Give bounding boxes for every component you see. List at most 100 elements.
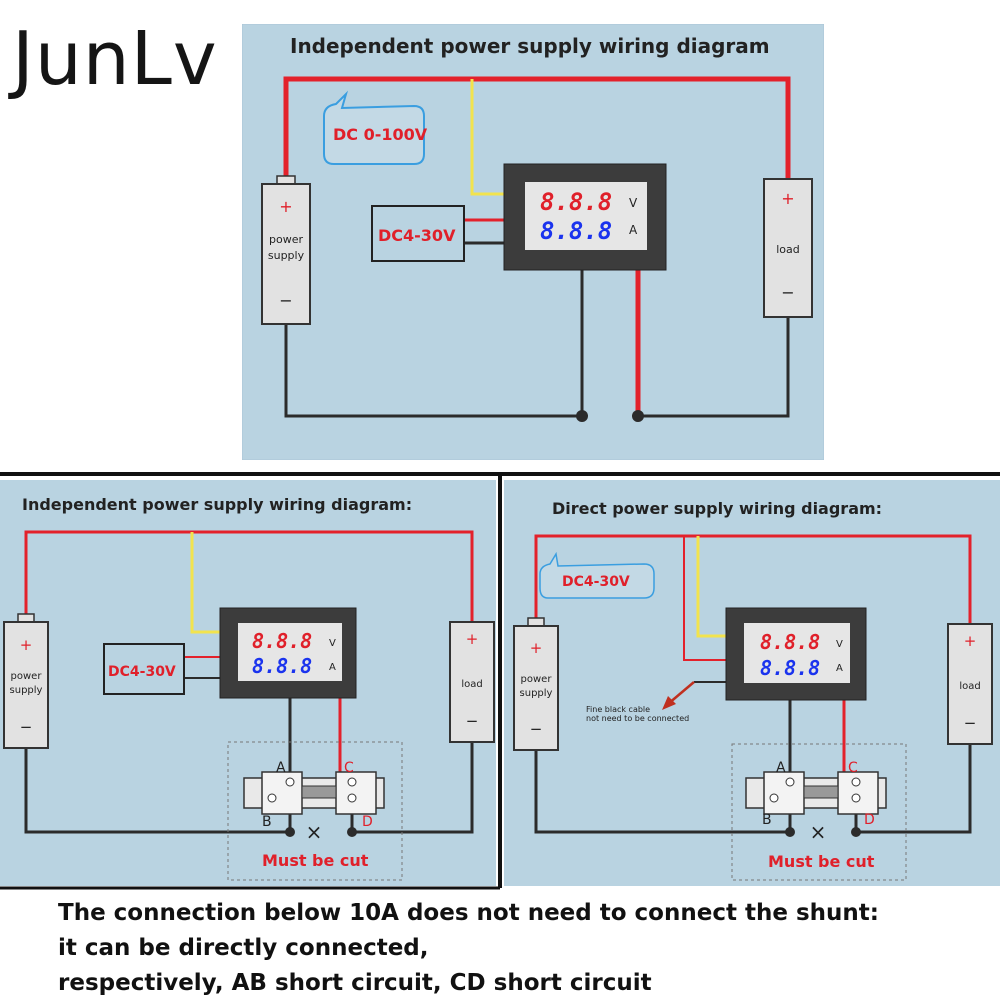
left-cut-text: Must be cut [262,851,369,870]
brand-logo-text: JunLv [12,16,218,102]
right-wiring-diagram: Direct power supply wiring diagram: DC4-… [504,480,1000,886]
left-shunt-block-left [261,771,303,815]
top-junction-red [632,410,644,422]
top-wiring-diagram: Independent power supply wiring diagram … [242,24,824,460]
top-source-minus: − [279,291,292,310]
section-frame [0,472,1000,890]
left-shunt-screw-b [267,793,277,803]
right-shunt-screw-c [851,777,861,787]
top-meter-supply-box [371,205,465,262]
top-black-return-wire [284,269,584,418]
right-note-line1: Fine black cable [586,705,650,714]
left-terminal-c: C [344,760,354,776]
right-display-volts: 8.8.8 [760,630,820,654]
right-shunt-screw-a [785,777,795,787]
left-unit-v: V [329,638,336,649]
right-unit-v: V [836,639,843,650]
left-load-label: load [461,679,482,690]
top-title: Independent power supply wiring diagram [290,34,770,58]
right-cut-region [731,743,907,881]
left-source-label-line2: supply [10,685,43,696]
caption-line-2: it can be directly connected, [58,935,429,961]
top-yellow-sense-wire [470,79,504,196]
right-power-supply [513,625,559,751]
left-junction-b [285,827,295,837]
left-shunt-block-right [335,771,377,815]
left-source-minus: − [20,718,33,736]
right-source-minus: − [530,720,543,738]
right-load-plus: + [964,632,977,650]
left-display-amps: 8.8.8 [252,654,312,678]
right-black-load-return-wire [854,742,972,834]
right-red-meter-power-wire [683,536,726,661]
right-shunt-screw-b [769,793,779,803]
top-source-label-line2: supply [268,249,305,262]
caption-line-3: respectively, AB short circuit, CD short… [58,970,652,996]
left-wiring-diagram: Independent power supply wiring diagram:… [0,480,496,886]
right-voltage-callout-bubble [539,551,655,599]
right-black-return-wire [534,742,792,834]
right-cut-mark: × [810,820,827,844]
right-load-label: load [959,681,980,692]
top-voltage-callout-bubble [323,90,425,165]
left-display-volts: 8.8.8 [252,629,312,653]
left-shunt-screw-a [285,777,295,787]
top-source-label-line1: power [269,233,303,246]
top-red-main-wire [283,76,791,180]
left-yellow-sense-wire [190,532,220,634]
left-title: Independent power supply wiring diagram: [22,495,412,514]
top-display-volts: 8.8.8 [540,188,612,216]
right-shunt-resistor [803,785,839,799]
left-black-load-return-wire [350,740,474,834]
right-terminal-c: C [848,760,858,776]
right-note-line2: not need to be connected [586,714,689,723]
top-unit-a: A [629,223,638,237]
right-junction-d [851,827,861,837]
left-junction-d [347,827,357,837]
top-load-label: load [776,243,800,256]
right-yellow-sense-wire [696,536,726,638]
right-terminal-d: D [864,812,875,828]
right-load [947,623,993,745]
left-unit-a: A [329,662,336,673]
right-shunt-screw-d [851,793,861,803]
right-unit-a: A [836,663,843,674]
right-display-amps: 8.8.8 [760,656,820,680]
top-meter-supply-label: DC4-30V [378,226,456,245]
right-load-minus: − [964,714,977,732]
right-shunt-block-left [763,771,805,815]
left-terminal-b: B [262,814,272,830]
right-source-label-line2: supply [520,688,553,699]
left-load [449,621,495,743]
top-junction-black [576,410,588,422]
top-source-plus: + [279,197,292,216]
left-terminal-d: D [362,814,373,830]
left-black-return-wire [24,742,292,834]
right-note-arrow-head [662,696,676,710]
top-black-load-return-wire [638,316,790,418]
left-meter-supply-label: DC4-30V [108,664,176,680]
right-junction-b [785,827,795,837]
top-meter-screen [525,182,647,250]
right-red-main-wire [534,534,972,626]
right-meter-screen [744,623,850,683]
left-shunt-resistor [301,785,337,799]
left-shunt-screw-d [347,793,357,803]
top-load [763,178,813,318]
right-terminal-a: A [776,760,786,776]
top-load-plus: + [781,189,794,208]
right-source-plus: + [530,639,543,657]
right-title: Direct power supply wiring diagram: [552,499,882,518]
top-load-minus: − [781,283,794,302]
top-power-supply [261,183,311,325]
right-cut-text: Must be cut [768,852,875,871]
left-terminal-a: A [276,760,286,776]
right-source-label-line1: power [521,674,553,685]
left-cut-mark: × [306,820,323,844]
left-meter-screen [238,623,342,681]
left-cut-region [227,741,403,881]
caption-line-1: The connection below 10A does not need t… [58,900,879,926]
left-red-main-wire [24,530,474,624]
left-load-plus: + [466,630,479,648]
top-unit-v: V [629,196,638,210]
